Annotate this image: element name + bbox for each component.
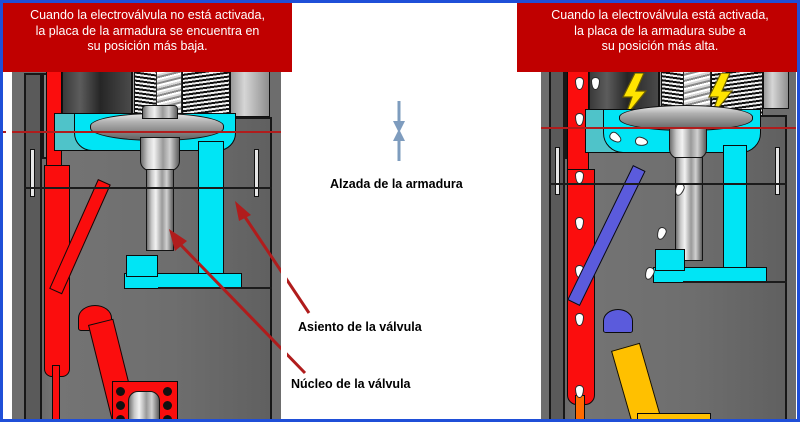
valve-core-right [675, 157, 703, 261]
valve-diagram-energized [527, 69, 797, 419]
slot-detail-left-b [254, 149, 259, 197]
caption-left-line1: Cuando la electroválvula no está activad… [30, 8, 265, 22]
armature-plate-right [619, 105, 753, 131]
valve-stem-upper-left [140, 137, 180, 171]
bolt-dot [163, 387, 172, 396]
body-edge-line-left-2 [158, 287, 272, 289]
reference-line-low-plate [3, 131, 361, 133]
slot-detail-right-a [555, 147, 560, 195]
solenoid-cap-left [230, 69, 270, 117]
caption-right: Cuando la electroválvula está activada, … [517, 3, 797, 72]
pressure-column-lower-right [567, 169, 595, 405]
caption-left-line2: la placa de la armadura se encuentra en [35, 23, 260, 38]
valve-diagram-deenergized [6, 69, 287, 419]
label-armature-lift: Alzada de la armadura [330, 177, 463, 191]
armature-hub-left [142, 105, 178, 119]
lightning-bolt-icon [705, 72, 735, 118]
pressure-stem-left [52, 365, 60, 419]
bolt-dot [163, 415, 172, 419]
center-annotation-area [287, 69, 527, 419]
caption-left-line3: su posición más baja. [87, 39, 208, 53]
left-wall-channel-left [24, 73, 42, 419]
caption-right-line3: su posición más alta. [601, 39, 719, 53]
lightning-bolt-icon [619, 72, 649, 118]
outlet-seat-left [126, 255, 158, 277]
slot-detail-left-a [30, 149, 35, 197]
solenoid-cap-right [763, 69, 789, 109]
pointer-to-valve-seat [227, 199, 313, 317]
caption-right-line2: la placa de la armadura sube a [574, 23, 746, 38]
valve-core-left [146, 169, 174, 251]
bolt-dot [116, 415, 125, 419]
plug-core-left [128, 391, 160, 419]
outlet-riser-right [723, 145, 747, 279]
plug-housing-right [637, 413, 711, 419]
label-valve-core: Núcleo de la válvula [291, 377, 411, 391]
reference-line-high-plate [353, 127, 797, 129]
outlet-seat-right [655, 249, 685, 271]
bolt-dot [163, 401, 172, 410]
body-edge-line-left [24, 187, 272, 189]
caption-right-line1: Cuando la electroválvula está activada, [551, 8, 769, 22]
bolt-dot [116, 401, 125, 410]
return-stem-right [575, 395, 585, 419]
pointer-to-valve-core [161, 227, 309, 377]
slot-detail-right-b [775, 147, 780, 195]
flow-linkage-joint-right [603, 309, 633, 333]
body-edge-line-right-2 [683, 281, 787, 283]
caption-left: Cuando la electroválvula no está activad… [3, 3, 292, 72]
bolt-dot [116, 387, 125, 396]
left-wall-channel-right [549, 69, 565, 419]
body-edge-line-right [549, 183, 787, 185]
label-valve-seat: Asiento de la válvula [298, 320, 422, 334]
armature-lift-arrow [389, 101, 409, 161]
valve-stem-upper-right [669, 127, 707, 159]
outlet-riser-left [198, 141, 224, 285]
